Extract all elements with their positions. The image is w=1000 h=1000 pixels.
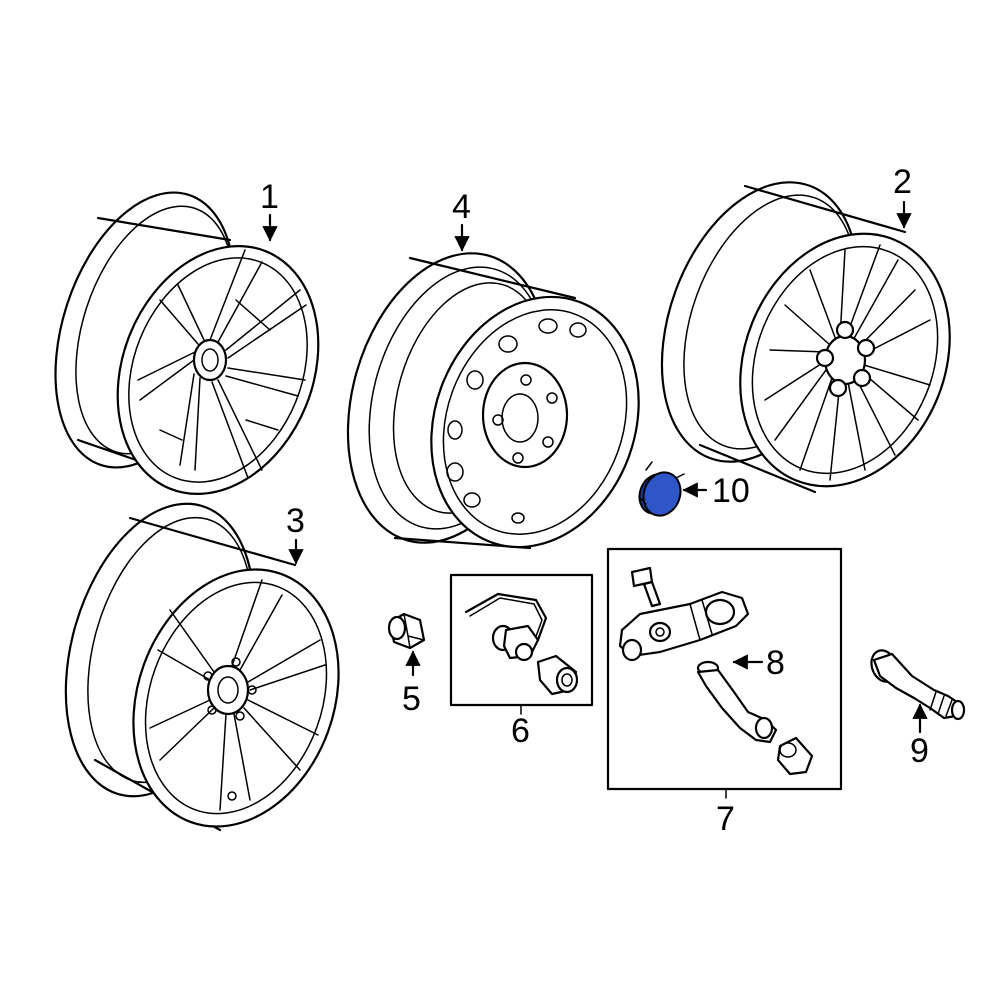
- alloy-wheel-1[interactable]: [23, 170, 354, 525]
- callout-8: 8: [766, 644, 785, 682]
- tpms-sensor-kit-7[interactable]: [618, 566, 750, 662]
- callout-1: 1: [260, 178, 279, 216]
- alloy-wheel-2[interactable]: [626, 155, 987, 518]
- callout-10: 10: [712, 472, 750, 510]
- kit-6-parts[interactable]: [464, 592, 579, 696]
- valve-stem-9[interactable]: [867, 647, 966, 721]
- callout-7: 7: [716, 800, 735, 838]
- kit-box-7: [606, 547, 843, 791]
- center-cap-10[interactable]: [634, 461, 686, 521]
- steel-wheel-4[interactable]: [316, 230, 673, 577]
- callout-9: 9: [910, 732, 929, 770]
- callout-3: 3: [286, 502, 305, 540]
- lug-nut-5[interactable]: [387, 612, 426, 650]
- alloy-wheel-3[interactable]: [34, 482, 373, 856]
- callout-5: 5: [402, 680, 421, 718]
- callout-6: 6: [511, 712, 530, 750]
- vent-holes: [446, 318, 587, 524]
- tpms-valve-stem-8[interactable]: [696, 660, 814, 776]
- callout-2: 2: [893, 163, 912, 201]
- callout-4: 4: [452, 188, 471, 226]
